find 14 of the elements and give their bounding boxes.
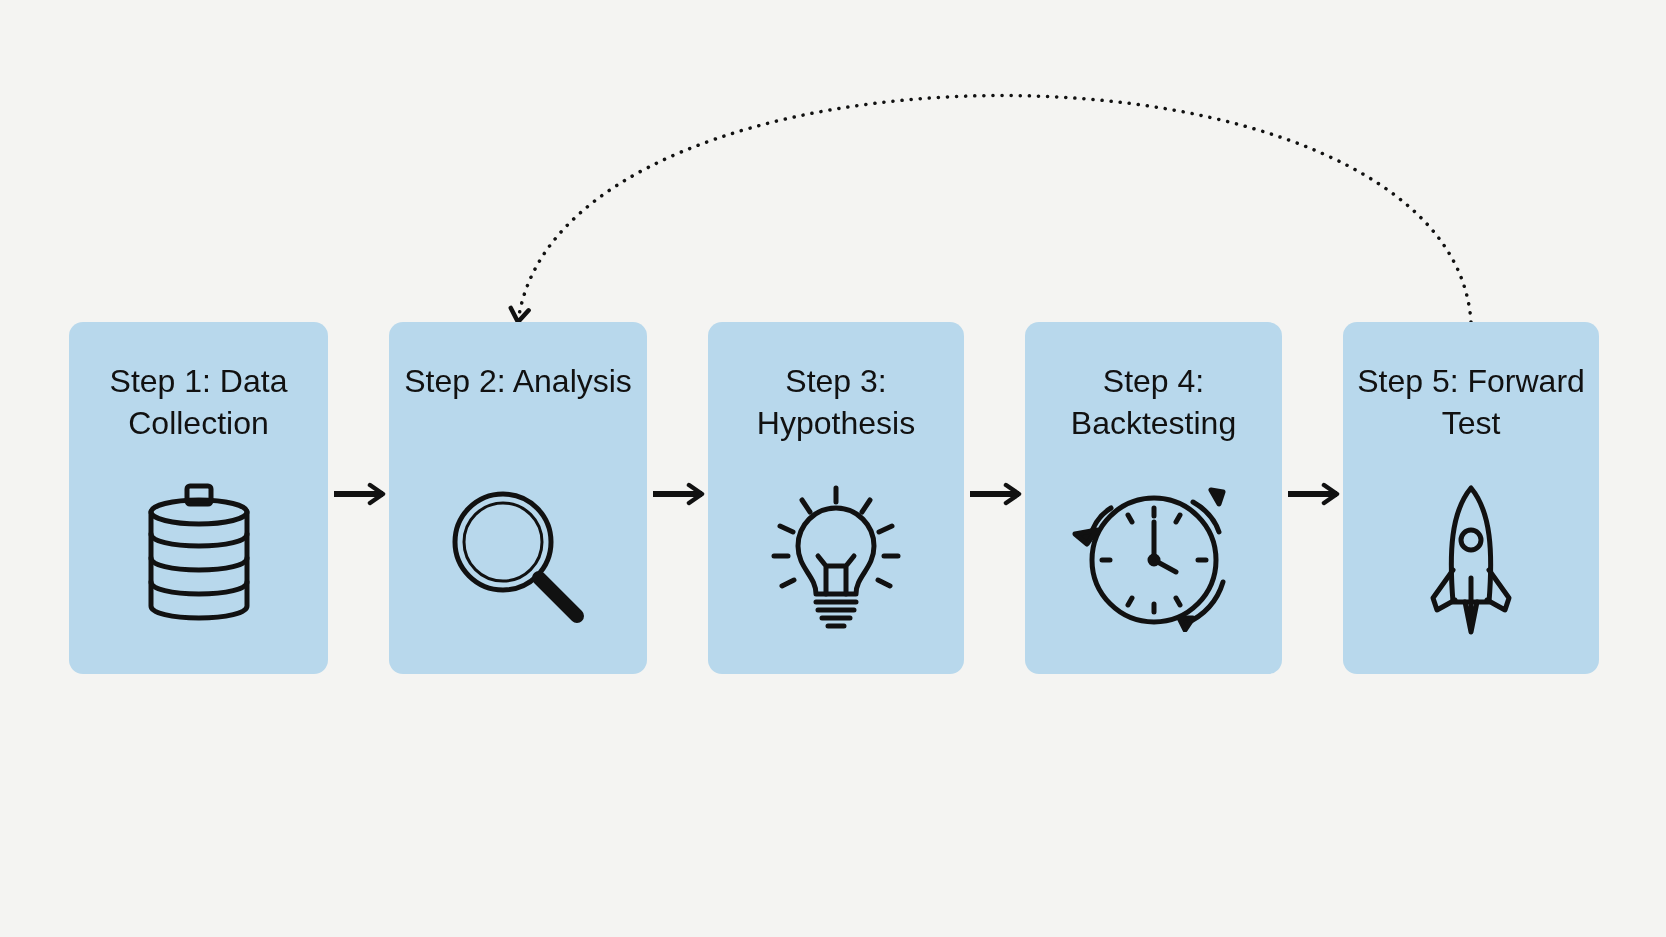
step-card [708, 322, 964, 674]
arrow [334, 482, 386, 506]
step-title: Step 3: Hypothesis [755, 362, 917, 443]
step-title: Step 5: Forward Test [1356, 362, 1586, 443]
step-title: Step 1: Data Collection [108, 362, 289, 443]
arrow [970, 482, 1022, 506]
arrow [653, 482, 705, 506]
step-card [69, 322, 328, 674]
step-title: Step 4: Backtesting [1069, 362, 1238, 443]
step-card [1025, 322, 1282, 674]
step-card [389, 322, 647, 674]
step-card [1343, 322, 1599, 674]
arrow [1288, 482, 1340, 506]
step-title: Step 2: Analysis [403, 362, 633, 401]
